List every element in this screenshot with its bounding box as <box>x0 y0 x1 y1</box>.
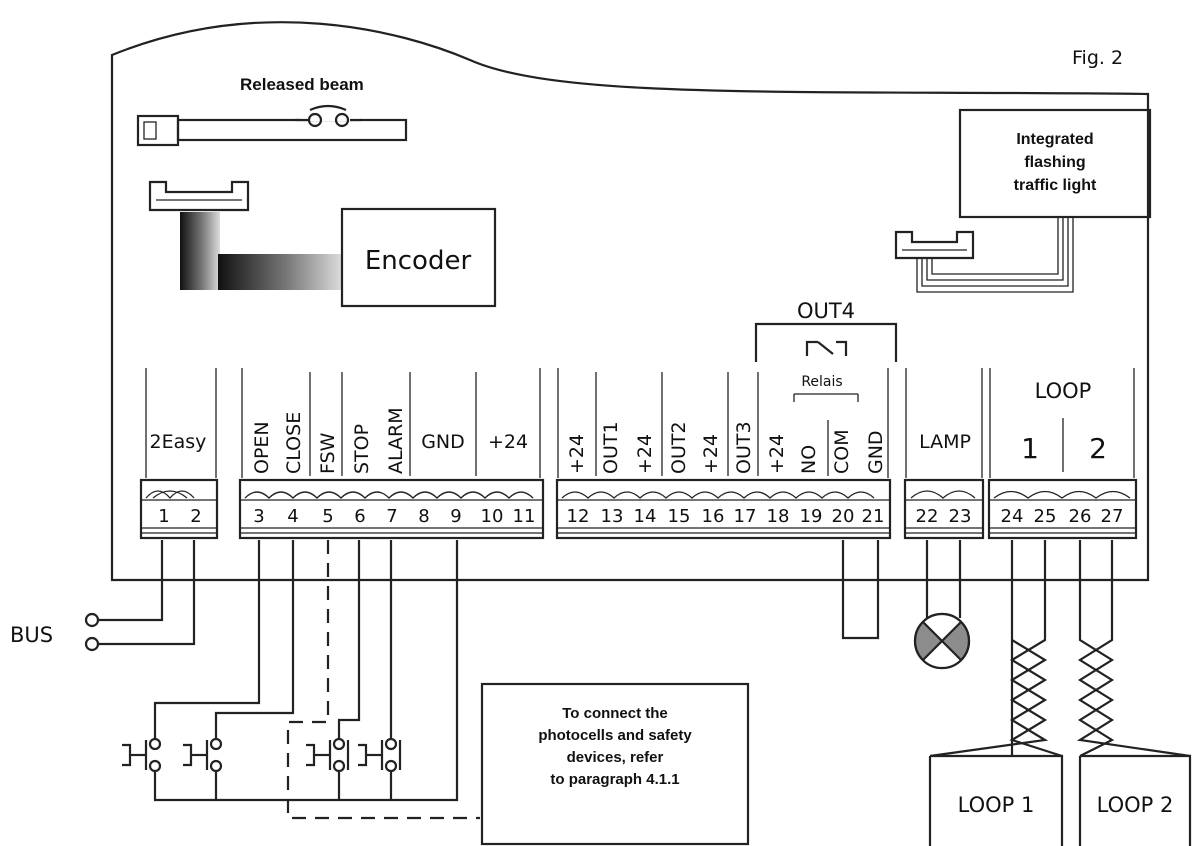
terminal-number: 27 <box>1101 506 1124 527</box>
traffic-light-box <box>958 108 1152 219</box>
terminal-number: 15 <box>668 506 691 527</box>
terminal-number: 12 <box>567 506 590 527</box>
loop1-label: LOOP 1 <box>958 793 1035 817</box>
label-mid-1: +24 <box>566 434 588 474</box>
pushbutton-close <box>183 737 223 773</box>
note-box <box>480 682 750 846</box>
label-mid-6: OUT3 <box>733 421 755 474</box>
pushbutton-open <box>122 737 162 773</box>
terminal-number: 1 <box>158 506 169 527</box>
encoder-connector <box>148 180 342 290</box>
terminal-number: 8 <box>418 506 429 527</box>
terminal-number: 19 <box>800 506 823 527</box>
terminal-number: 24 <box>1001 506 1024 527</box>
label-mid-10: GND <box>865 430 887 474</box>
terminal-number: 22 <box>916 506 939 527</box>
label-mid-4: OUT2 <box>668 421 690 474</box>
terminal-number: 5 <box>322 506 333 527</box>
label-loop-channel-2: 2 <box>1089 432 1107 465</box>
relais-label: Relais <box>801 374 842 390</box>
label-close: CLOSE <box>283 412 305 474</box>
terminal-block-2easy <box>139 478 219 540</box>
label-plus24-left: +24 <box>488 431 528 453</box>
traffic-light-label-2: flashing <box>1024 154 1085 171</box>
terminal-number: 14 <box>634 506 657 527</box>
terminal-block-lamp <box>903 478 985 540</box>
bus-wiring <box>84 540 196 652</box>
traffic-light-label-3: traffic light <box>1014 177 1097 194</box>
input-wiring <box>153 540 480 820</box>
note-line-3: devices, refer <box>567 749 664 766</box>
label-2easy: 2Easy <box>150 431 207 453</box>
relay-contact-symbol <box>805 340 848 356</box>
label-loop-channel-1: 1 <box>1021 432 1039 465</box>
bus-label: BUS <box>10 623 53 647</box>
terminal-block-loop <box>987 478 1138 540</box>
terminal-number: 13 <box>601 506 624 527</box>
label-gnd-left: GND <box>421 431 465 453</box>
terminal-block-inputs <box>238 478 545 540</box>
pushbutton-fsw <box>306 737 350 773</box>
loop2-label: LOOP 2 <box>1097 793 1174 817</box>
label-fsw: FSW <box>317 432 339 474</box>
terminal-number: 21 <box>862 506 885 527</box>
label-mid-2: OUT1 <box>600 421 622 474</box>
label-open: OPEN <box>251 421 273 474</box>
terminal-number: 26 <box>1069 506 1092 527</box>
out4-bracket <box>754 322 898 362</box>
label-mid-3: +24 <box>634 434 656 474</box>
label-mid-7: +24 <box>766 434 788 474</box>
terminal-number: 9 <box>450 506 461 527</box>
relay-jumper-wire <box>841 540 880 640</box>
label-alarm: ALARM <box>385 407 407 474</box>
loop2-box <box>1078 754 1192 846</box>
encoder-label: Encoder <box>365 246 472 276</box>
terminal-number: 20 <box>832 506 855 527</box>
pushbutton-stop <box>358 737 402 773</box>
terminal-number: 11 <box>513 506 536 527</box>
terminal-number: 7 <box>386 506 397 527</box>
terminal-block-outputs <box>555 478 892 540</box>
note-line-4: to paragraph 4.1.1 <box>550 771 679 788</box>
loop2-twisted-pair <box>1076 540 1191 758</box>
note-line-1: To connect the <box>562 705 668 722</box>
terminal-number: 4 <box>287 506 298 527</box>
label-dividers <box>145 368 1135 478</box>
loop1-box <box>928 754 1064 846</box>
figure-label: Fig. 2 <box>1072 47 1123 69</box>
terminal-number: 6 <box>354 506 365 527</box>
loop1-twisted-pair <box>929 540 1063 758</box>
terminal-number: 2 <box>190 506 201 527</box>
terminal-number: 23 <box>949 506 972 527</box>
released-beam-label: Released beam <box>240 75 364 94</box>
traffic-light-connector <box>894 217 1074 293</box>
note-line-2: photocells and safety <box>538 727 692 744</box>
terminal-number: 3 <box>253 506 264 527</box>
label-mid-9: COM <box>831 429 853 474</box>
label-mid-5: +24 <box>700 434 722 474</box>
terminal-number: 16 <box>702 506 725 527</box>
lamp-symbol <box>913 540 971 670</box>
encoder-box <box>340 207 497 308</box>
terminal-number: 10 <box>481 506 504 527</box>
terminal-numbers: 1 2 3 4 5 6 7 8 9 10 11 12 13 14 15 16 1… <box>158 506 1123 527</box>
board-outline <box>110 21 1150 582</box>
label-lamp: LAMP <box>919 431 971 453</box>
terminal-number: 17 <box>734 506 757 527</box>
label-mid-8: NO <box>798 445 820 474</box>
terminal-number: 18 <box>767 506 790 527</box>
terminal-number: 25 <box>1034 506 1057 527</box>
label-stop: STOP <box>351 424 373 474</box>
out4-label: OUT4 <box>797 299 855 323</box>
traffic-light-label-1: Integrated <box>1016 131 1093 148</box>
label-loop: LOOP <box>1035 379 1092 403</box>
screw-arcs <box>145 490 1131 499</box>
released-beam-connector <box>136 104 408 147</box>
